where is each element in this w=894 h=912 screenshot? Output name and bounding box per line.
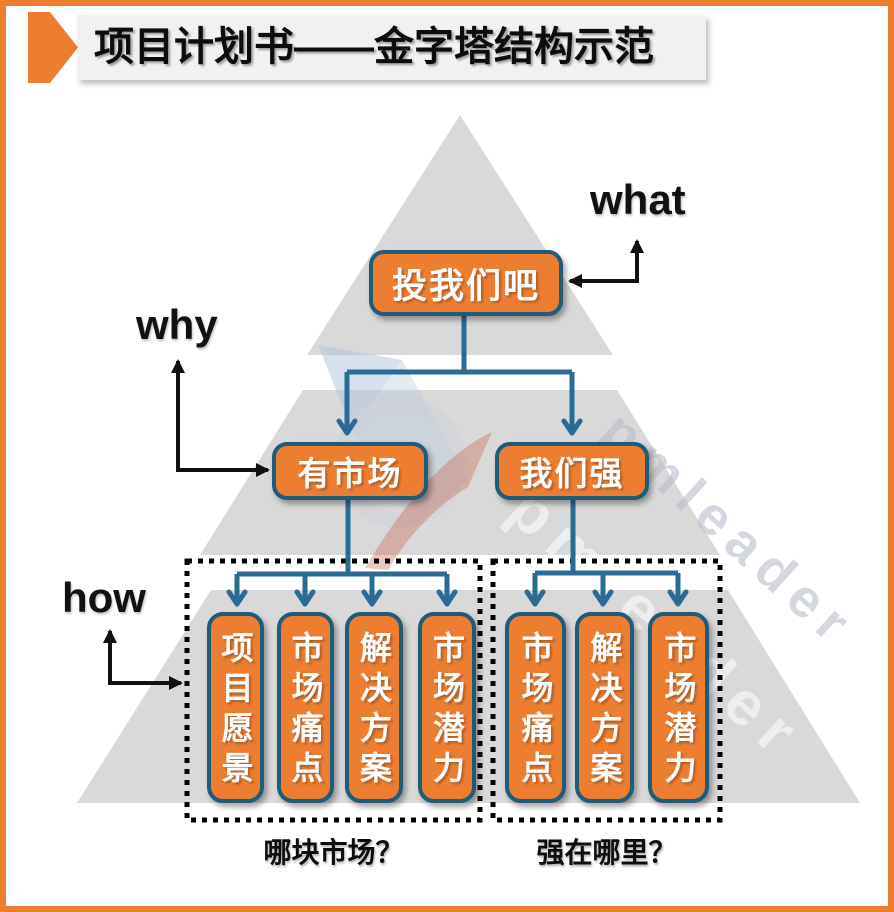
label-how: how xyxy=(62,574,146,621)
label-what: what xyxy=(590,176,686,223)
dotted-group-left xyxy=(184,558,483,823)
caption-where-strong: 强在哪里？ xyxy=(536,837,677,868)
node-project-vision: 项目愿景 xyxy=(207,612,264,803)
dotted-group-right xyxy=(490,558,723,823)
caption-which-market: 哪块市场？ xyxy=(263,837,404,868)
node-solution-left: 解决方案 xyxy=(345,612,403,803)
how-arrow xyxy=(103,629,183,690)
watermark-swoosh-red xyxy=(365,432,492,570)
connectors xyxy=(226,316,689,607)
title-strip xyxy=(77,15,706,80)
page-title: 项目计划书——金字塔结构示范 xyxy=(94,25,654,69)
question-arrows xyxy=(103,239,644,690)
node-market-potential-left: 市场潜力 xyxy=(418,612,476,803)
label-why: why xyxy=(136,301,218,348)
node-market-pain-left: 市场痛点 xyxy=(277,612,334,803)
what-arrow xyxy=(568,239,644,288)
watermark-swoosh-blue-head xyxy=(318,345,402,430)
node-market-potential-right: 市场潜力 xyxy=(648,612,709,803)
node-solution-right: 解决方案 xyxy=(575,612,634,803)
node-market-pain-right: 市场痛点 xyxy=(505,612,566,803)
why-arrow xyxy=(171,359,270,477)
node-we-are-strong: 我们强 xyxy=(495,442,649,500)
pyramid-tier-top xyxy=(307,115,613,355)
node-invest-us: 投我们吧 xyxy=(369,250,563,316)
node-has-market: 有市场 xyxy=(272,442,428,500)
